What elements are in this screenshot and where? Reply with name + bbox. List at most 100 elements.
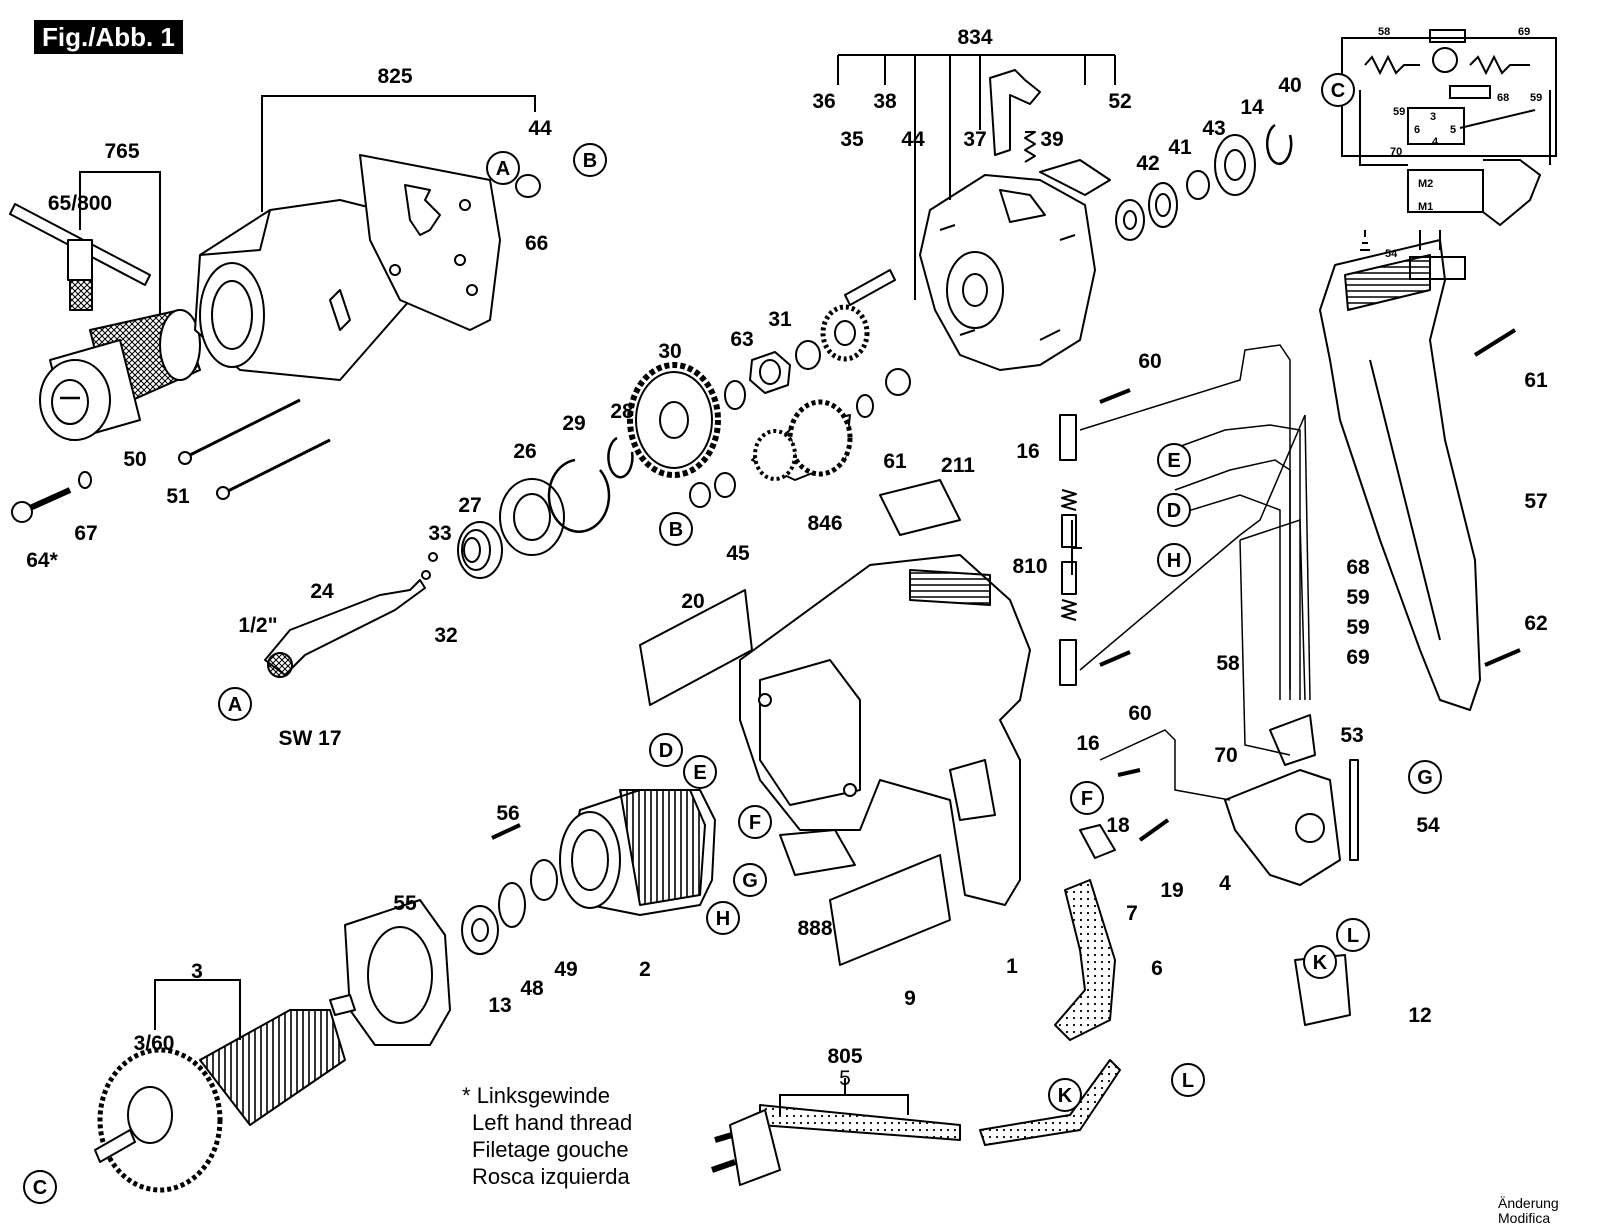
screw-18-part	[1117, 768, 1141, 777]
svg-text:A: A	[496, 158, 510, 180]
label-26: 26	[513, 440, 536, 463]
note-line-2: Left hand thread	[472, 1110, 633, 1135]
svg-text:A: A	[228, 694, 242, 716]
nut-31-part	[749, 351, 791, 394]
label-53: 53	[1340, 724, 1363, 747]
callout-b-top: B	[573, 143, 607, 177]
label-52: 52	[1108, 90, 1131, 113]
label-41: 41	[1168, 136, 1192, 159]
brush-holder-top-part	[1059, 414, 1077, 461]
ws-68: 68	[1497, 92, 1509, 104]
label-60-b: 60	[1128, 702, 1151, 725]
spring-27-part	[457, 521, 503, 579]
label-69: 69	[1346, 646, 1369, 669]
bearing-14-part	[1214, 134, 1256, 196]
cage-42-part	[1115, 199, 1145, 241]
label-20: 20	[681, 590, 704, 613]
label-4: 4	[1219, 872, 1231, 895]
circlip-29-part	[547, 458, 611, 533]
handle-half-57-part	[1319, 239, 1481, 711]
figure-title: Fig./Abb. 1	[34, 20, 183, 54]
label-59-a: 59	[1346, 586, 1369, 609]
callout-a-top: A	[486, 151, 520, 185]
label-54: 54	[1416, 814, 1440, 837]
label-9-part	[829, 854, 951, 966]
callout-l-cable: L	[1171, 1063, 1205, 1097]
label-27: 27	[458, 494, 481, 517]
label-33: 33	[428, 522, 451, 545]
screw-60b-part	[1099, 650, 1131, 667]
pin-38-part	[844, 269, 896, 306]
gasket-part	[359, 154, 501, 331]
label-45: 45	[726, 542, 750, 565]
ws-70: 70	[1390, 146, 1402, 158]
left-hand-screw-part	[11, 471, 92, 523]
svg-text:C: C	[1331, 80, 1345, 102]
callout-c-top: C	[1321, 73, 1355, 107]
switch-4-part	[1224, 714, 1341, 886]
note-line-3: Filetage gouche	[472, 1137, 629, 1162]
bevel-gear-35-part	[820, 304, 870, 362]
circlip-28-part	[607, 436, 634, 479]
ws-m2: M2	[1418, 178, 1433, 190]
gearbox-casting-part	[919, 174, 1096, 371]
label-28: 28	[610, 400, 634, 423]
svg-text:F: F	[1081, 788, 1093, 810]
label-32: 32	[434, 624, 457, 647]
armature-part	[94, 994, 356, 1193]
ws-59b: 59	[1393, 106, 1405, 118]
ws-5: 5	[1450, 124, 1456, 136]
callout-d-stator: D	[649, 733, 683, 767]
ws-4: 4	[1432, 136, 1439, 148]
label-846: 846	[807, 512, 842, 535]
label-24: 24	[310, 580, 334, 603]
label-16-b: 16	[1076, 732, 1099, 755]
suppressor-54-part	[1349, 759, 1359, 861]
label-36: 36	[812, 90, 835, 113]
internal-wiring-part	[1079, 344, 1311, 801]
label-1: 1	[1006, 955, 1018, 978]
svg-text:D: D	[659, 740, 673, 762]
washer-41-part	[1148, 182, 1178, 228]
label-810: 810	[1012, 555, 1047, 578]
callouts: A B C A B E D H D E F G H F G L K K L C	[23, 73, 1442, 1204]
label-9: 9	[904, 987, 916, 1010]
label-59-b: 59	[1346, 616, 1369, 639]
callout-g-stator: G	[733, 863, 767, 897]
callout-f-stator: F	[738, 805, 772, 839]
label-60-a: 60	[1138, 350, 1161, 373]
label-211: 211	[941, 454, 975, 477]
label-3-60: 3/60	[134, 1032, 175, 1055]
note-marker: *	[462, 1083, 471, 1108]
label-37: 37	[963, 128, 986, 151]
callout-g-switch: G	[1408, 760, 1442, 794]
ws-69: 69	[1518, 26, 1530, 38]
label-sw17: SW 17	[278, 727, 341, 750]
svg-text:B: B	[583, 150, 597, 172]
label-66: 66	[525, 232, 548, 255]
ws-54: 54	[1385, 248, 1398, 260]
svg-text:L: L	[1182, 1070, 1194, 1092]
label-43: 43	[1202, 117, 1225, 140]
label-61-b: 61	[1524, 369, 1548, 392]
svg-text:D: D	[1167, 500, 1181, 522]
label-39: 39	[1040, 128, 1063, 151]
callout-d-wire: D	[1157, 493, 1191, 527]
label-57: 57	[1524, 490, 1547, 513]
callout-c-armature: C	[23, 1170, 57, 1204]
label-888-part	[779, 829, 856, 876]
thread-note: * Linksgewinde Left hand thread Filetage…	[462, 1082, 632, 1190]
bearing-13-part	[461, 905, 499, 955]
label-68: 68	[1346, 556, 1370, 579]
label-2: 2	[639, 958, 651, 981]
callout-l-switch: L	[1336, 918, 1370, 952]
svg-text:K: K	[1058, 1085, 1073, 1107]
label-40: 40	[1278, 74, 1301, 97]
label-31: 31	[768, 308, 792, 331]
selector-lever-37-part	[989, 69, 1041, 156]
label-20-part	[639, 589, 753, 706]
callout-e-stator: E	[683, 755, 717, 789]
mains-cable-part	[711, 1059, 1121, 1186]
label-50: 50	[123, 448, 146, 471]
